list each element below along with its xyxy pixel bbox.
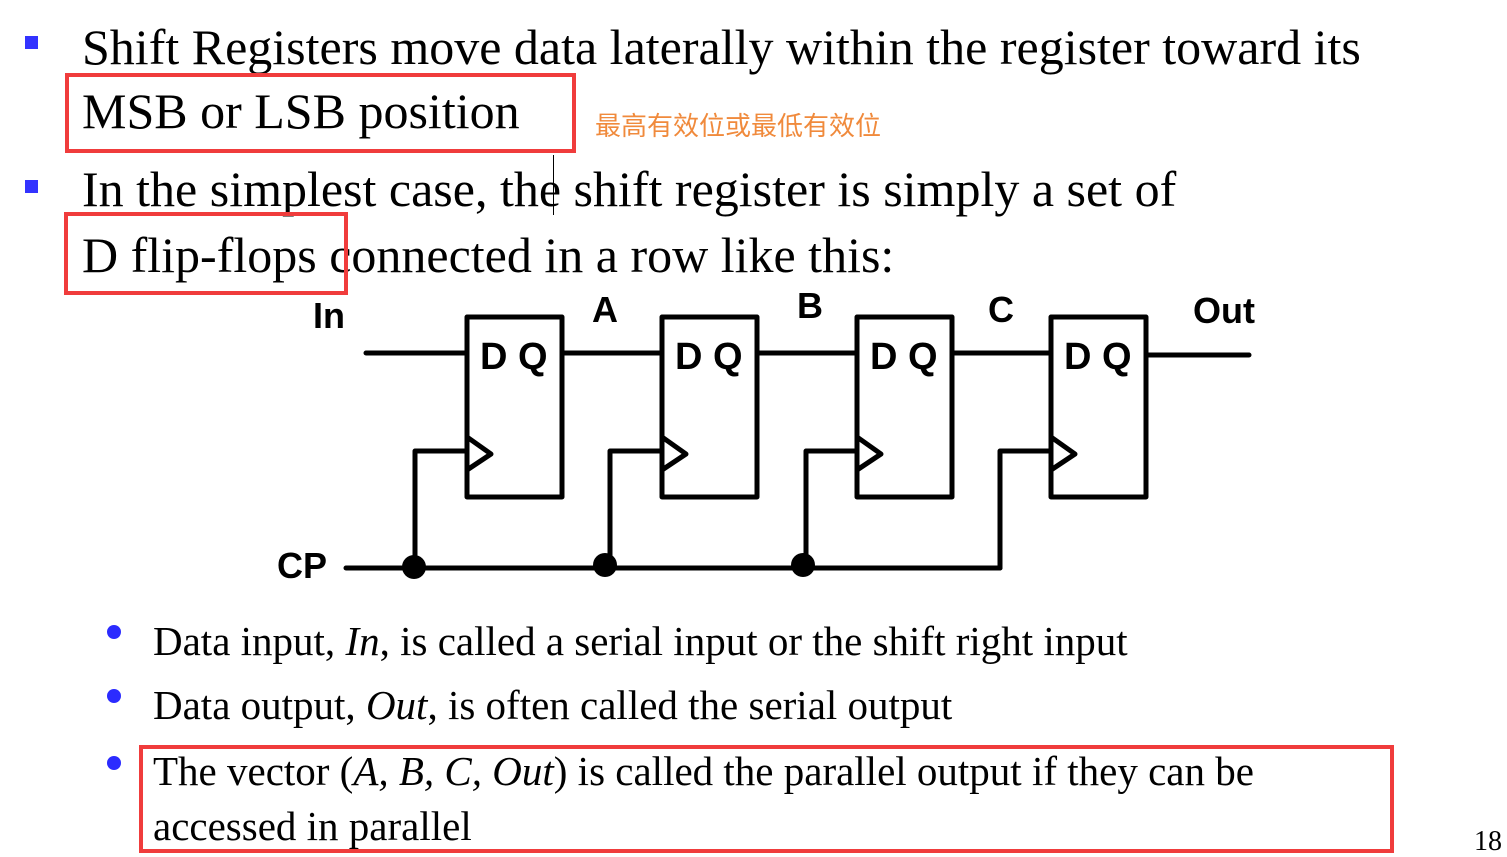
input-label: In — [313, 295, 345, 336]
sub-bullet-1-em: In — [345, 618, 380, 664]
data-wires — [363, 350, 1252, 358]
bullet-2-line-2-rest: connected in a row like this: — [316, 227, 895, 283]
sub-bullet-3-line-2: accessed in parallel — [153, 803, 472, 849]
sub-bullet-2-post: , is often called the serial output — [427, 682, 953, 728]
flip-flop-3 — [854, 314, 955, 500]
bullet-square-icon — [25, 180, 38, 193]
bullet-2-line-2: D flip-flops connected in a row like thi… — [82, 230, 894, 280]
sub-bullet-3-em: A, B, C, Out — [353, 748, 554, 794]
sub-bullet-1-pre: Data input, — [153, 618, 346, 664]
junction-dots — [402, 553, 815, 579]
node-label-a: A — [592, 289, 618, 330]
sub-bullet-3-post: ) is called the parallel output if they … — [553, 748, 1254, 794]
highlight-box-parallel-output — [139, 745, 1394, 853]
highlight-box-d-flip-flops — [64, 212, 348, 295]
ff2-dq-label: D Q — [675, 336, 743, 378]
sub-bullet-2: Data output, Out, is often called the se… — [153, 685, 952, 726]
sub-bullet-2-em: Out — [365, 682, 428, 728]
bullet-square-icon — [25, 36, 38, 49]
annotation-chinese: 最高有效位或最低有效位 — [595, 112, 882, 142]
flip-flop-4 — [1048, 314, 1149, 500]
flip-flop-1 — [464, 314, 565, 500]
ff4-dq-label: D Q — [1064, 336, 1132, 378]
d-flip-flops-term: D flip-flops — [82, 227, 317, 283]
sub-bullet-1: Data input, In, is called a serial input… — [153, 621, 1128, 662]
sub-bullet-3-pre: The vector ( — [153, 748, 354, 794]
text-cursor — [553, 155, 554, 215]
sub-bullet-2-pre: Data output, — [153, 682, 366, 728]
flip-flop-2 — [659, 314, 760, 500]
bullet-dot-icon — [107, 689, 121, 703]
ff3-dq-label: D Q — [870, 336, 938, 378]
clock-label: CP — [277, 545, 328, 586]
ff1-dq-label: D Q — [480, 336, 548, 378]
clock-wires — [343, 448, 1054, 571]
node-label-c: C — [988, 289, 1014, 330]
node-label-b: B — [797, 285, 823, 326]
bullet-2-line-1: In the simplest case, the shift register… — [82, 161, 1177, 217]
bullet-1-line-2: MSB or LSB position — [82, 83, 520, 139]
bullet-dot-icon — [107, 625, 121, 639]
sub-bullet-3: The vector (A, B, C, Out) is called the … — [153, 751, 1254, 792]
page-number: 18 — [1474, 826, 1502, 857]
highlight-box-msb-lsb — [65, 73, 576, 153]
sub-bullet-1-post: , is called a serial input or the shift … — [379, 618, 1128, 664]
bullet-1-line-1: Shift Registers move data laterally with… — [82, 19, 1361, 75]
bullet-dot-icon — [107, 756, 121, 770]
output-label: Out — [1193, 290, 1255, 331]
